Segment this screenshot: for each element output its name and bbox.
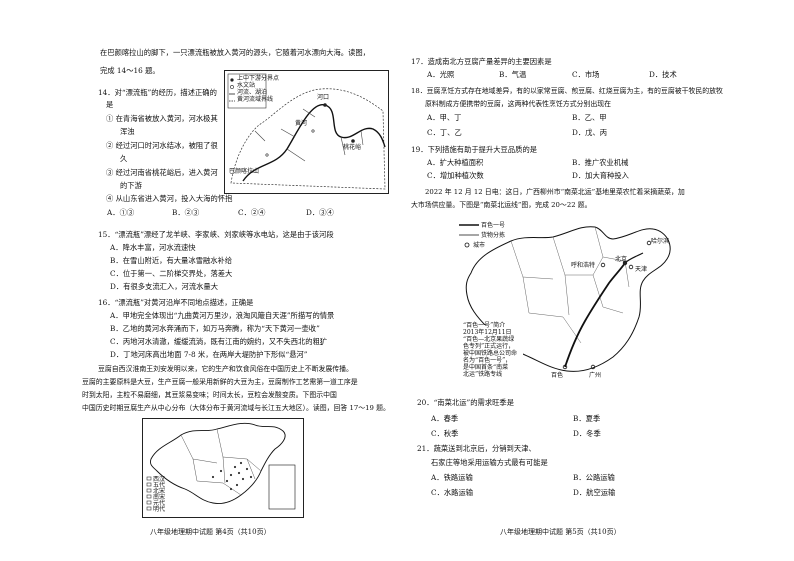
left-page: 在巴颜喀拉山的脚下，一只漂流瓶被放入黄河的源头，它随着河水漂向大海。读图， 完成… — [82, 48, 390, 536]
q17-option-a: A．光照 — [427, 70, 455, 79]
tofu-distribution-map: 西汉 五代 北宋 南宋 元代 明代 — [142, 418, 304, 518]
q18-stem-2: 原料制成方便携带的豆腐，这两种代表性烹饪方式分别出现在 — [425, 100, 612, 108]
right-page: 17．造成南北方豆腐产量差异的主要因素是 A．光照 B．气温 C．市场 D．技术… — [397, 0, 794, 561]
q16-option-d: D．丁地河床高出地面 7-8 米，在两岸大堤防护下形似“悬河” — [110, 350, 308, 359]
q20-stem: 20．“南菜北运”的需求旺季是 — [417, 398, 515, 407]
q14-statement-3b: 的下游 — [120, 181, 142, 190]
q21-option-a: A．铁路运输 — [431, 473, 473, 482]
legend-rivers-lakes: 河流、湖泊 — [237, 89, 268, 96]
legend-five-dynasties: 五代 — [153, 482, 166, 489]
label-hekou: 河口 — [317, 94, 330, 101]
label-guangzhou: 广州 — [589, 372, 602, 379]
note-line-2: 2013年12月11日 — [463, 329, 512, 336]
legend-northern-song: 北宋 — [153, 488, 166, 495]
q20-option-b: B．夏季 — [573, 414, 601, 423]
q21-option-d: D．航空运输 — [573, 488, 616, 497]
q15-stem: 15．“漂流瓶”漂经了龙羊峡、李家峡、刘家峡等水电站，这是由于该河段 — [98, 230, 334, 239]
q14-statement-2a: ② 经过河口时河水结冰，被阻了很 — [106, 141, 218, 150]
q20-option-d: D．冬季 — [573, 429, 601, 438]
q21-stem-1: 21．蔬菜送到北京后，分销到天津、 — [417, 444, 536, 453]
note-line-6: 名为“百色一号”， — [463, 357, 512, 364]
q21-stem-2: 石家庄等地采用运输方式最有可能是 — [431, 458, 548, 467]
label-baise: 百色 — [551, 372, 564, 379]
legend-hydro-station: 水文站 — [237, 82, 256, 89]
legend-southern-song: 南宋 — [153, 494, 166, 501]
q18-option-b: B．乙、甲 — [572, 113, 607, 122]
legend-boundary-point: 上中下游分界点 — [237, 75, 280, 82]
label-bayan-har: 巴颜喀拉山 — [229, 168, 260, 175]
legend-baise-one: 百色一号 — [481, 222, 506, 229]
q18-stem-1: 18．豆腐烹饪方式存在地域差异，有的以家常豆腐、煎豆腐、红烧豆腐为主，有的豆腐被… — [411, 87, 723, 95]
q14-statement-3a: ③ 经过河南省桃花峪后，进入黄河 — [106, 168, 218, 177]
q19-option-a: A．扩大种植面积 — [427, 158, 484, 167]
passage-line-1: 豆腐自西汉淮南王刘安发明以来，它的生产和饮食风俗在中国历史上不断发展传播。 — [98, 365, 353, 373]
legend-ming: 明代 — [153, 506, 166, 513]
south-north-vegetable-map: 百色一号 货物分拣 城市 哈尔滨 呼和浩特 北京 天津 百色 广州 “百色一号”… — [453, 217, 693, 387]
q14-statement-4: ④ 从山东省进入黄河，投入大海的怀抱 — [106, 194, 233, 203]
q14-option-b: B．②③ — [172, 208, 200, 217]
q16-option-a: A．甲地完全体现出“九曲黄河万里沙，浪淘风簸自天涯”所描写的情景 — [110, 311, 335, 320]
q15-option-a: A．降水丰富，河水流速快 — [110, 243, 196, 252]
note-line-5: 被中国铁路总公司命 — [463, 350, 518, 357]
yellow-river-map: 上中下游分界点 水文站 河流、湖泊 黄河流域界线 巴颜喀拉山 河口 桃花峪 黄河 — [224, 70, 389, 194]
label-harbin: 哈尔滨 — [651, 238, 670, 245]
tofu-map-drawing — [146, 422, 296, 511]
q19-option-c: C．增加种植次数 — [427, 171, 484, 180]
q14-option-c: C．②④ — [238, 208, 266, 217]
news-line-2: 大市场供应量。下图是“南菜北运线”图，完成 20～22 题。 — [411, 201, 592, 209]
note-line-4: 色专列”正式运行， — [463, 343, 515, 350]
label-hohhot: 呼和浩特 — [571, 262, 596, 269]
q17-option-d: D．技术 — [649, 70, 677, 79]
q15-option-b: B．在雪山附近，有大量冰雪融水补给 — [110, 256, 233, 265]
news-line-1: 2022 年 12 月 12 日电：这日，广西柳州市“南菜北运”基地里菜农忙着采… — [425, 188, 685, 196]
q19-option-b: B．推广农业机械 — [572, 158, 629, 167]
label-beijing: 北京 — [615, 256, 628, 263]
legend-yuan: 元代 — [153, 500, 166, 507]
right-page-footer: 八年级地理期中试题 第5页（共10页） — [500, 528, 621, 536]
q21-option-b: B．公路运输 — [573, 473, 615, 482]
q15-option-c: C．位于第一、二阶梯交界处，落差大 — [110, 269, 233, 278]
legend-city: 城市 — [473, 242, 486, 249]
q14-statement-1b: 浑浊 — [120, 127, 135, 136]
q14-option-d: D．③④ — [306, 208, 334, 217]
q16-stem: 16．“漂流瓶”对黄河沿岸不同地点描述，正确是 — [98, 298, 254, 307]
note-line-1: “百色一号”简介 — [463, 322, 506, 329]
passage-line-3: 时到太阳，主粒不易磨细，其豆浆易变味；时间太长，豆粒会发酸变质。下图示中国 — [82, 391, 337, 399]
passage-line-4: 中国历史时期豆腐生产从中心分布（大体分布于黄河流域与长江五大地区）。读图，回答 … — [82, 404, 390, 412]
q18-option-d: D．戊、丙 — [572, 128, 608, 137]
q17-stem: 17．造成南北方豆腐产量差异的主要因素是 — [411, 57, 552, 66]
legend-sorting: 货物分拣 — [481, 232, 506, 239]
legend-basin-boundary: 黄河流域界线 — [237, 96, 274, 103]
q19-stem: 19．下列措施有助于提升大豆品质的是 — [411, 145, 538, 154]
note-line-7: 是中国首条“南菜 — [463, 364, 509, 371]
legend-western-han: 西汉 — [153, 476, 166, 483]
q15-option-d: D．有很多支流汇入，河流水量大 — [110, 282, 219, 291]
q14-option-a: A．①③ — [107, 208, 135, 217]
label-taohuayu: 桃花峪 — [343, 144, 362, 151]
q18-option-c: C．丁、乙 — [427, 128, 462, 137]
q21-option-c: C．水路运输 — [431, 488, 474, 497]
q20-option-c: C．秋季 — [431, 429, 459, 438]
intro-line-2: 完成 14～16 题。 — [100, 66, 160, 75]
q14-statement-1a: ① 在青海省被放入黄河，河水极其 — [106, 114, 218, 123]
q14-statement-2b: 久 — [120, 154, 128, 163]
q14-stem-2: 是 — [106, 100, 114, 109]
q16-option-c: C．丙地河水清澈，缓缓流淌，既有江南的婉约，又不失西北的粗犷 — [110, 337, 328, 346]
q19-option-d: D．加大育种投入 — [572, 171, 629, 180]
q17-option-c: C．市场 — [572, 70, 600, 79]
label-tianjin: 天津 — [635, 266, 648, 273]
q14-stem-1: 14．对“漂流瓶”的经历，描述正确的 — [98, 88, 217, 97]
q20-option-a: A．春季 — [431, 414, 459, 423]
yellow-river-map-drawing — [227, 73, 386, 190]
vegetable-map-drawing — [459, 224, 671, 385]
label-yellow-river: 黄河 — [295, 120, 308, 127]
note-line-8: 北运”铁路专线 — [463, 371, 503, 378]
left-page-footer: 八年级地理期中试题 第4页（共10页） — [150, 528, 271, 536]
passage-line-2: 豆腐的主要原料是大豆，生产豆腐一般采用新鲜的大豆为主，豆腐制作工艺需第一道工序是 — [82, 378, 358, 386]
q17-option-b: B．气温 — [499, 70, 527, 79]
intro-line-1: 在巴颜喀拉山的脚下，一只漂流瓶被放入黄河的源头，它随着河水漂向大海。读图， — [100, 48, 370, 57]
note-line-3: “百色—北京果蔬绿 — [463, 336, 515, 343]
q16-option-b: B．乙地的黄河水奔涌而下，如万马奔腾，称为“天下黄河一壶收” — [110, 324, 320, 333]
q18-option-a: A．甲、丁 — [427, 113, 462, 122]
